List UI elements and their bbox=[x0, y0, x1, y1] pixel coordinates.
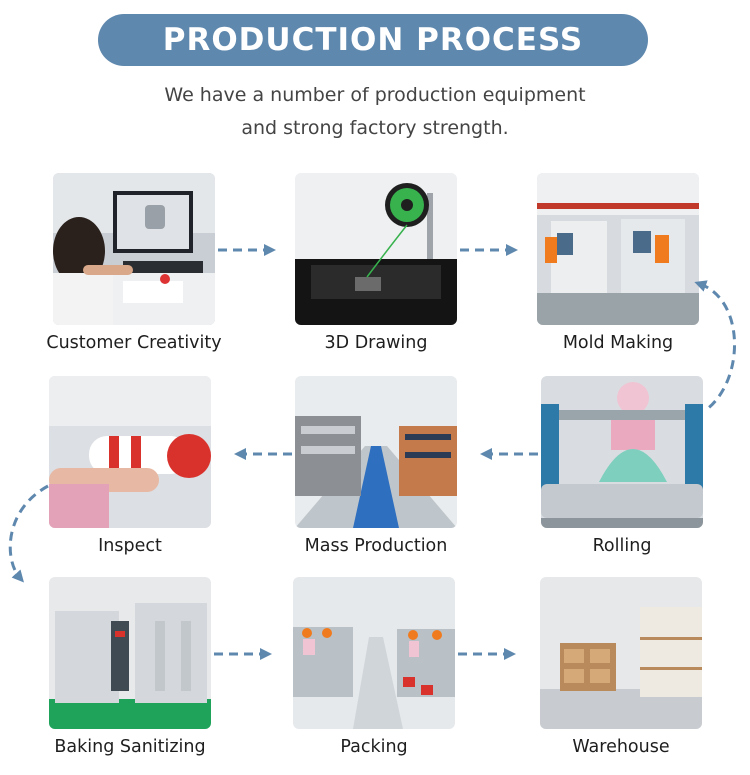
step-label-warehouse: Warehouse bbox=[572, 737, 670, 757]
subtitle-line-1: We have a number of production equipment bbox=[164, 84, 586, 106]
baking-sanitizing-photo bbox=[49, 577, 211, 729]
3d-drawing-photo bbox=[295, 173, 457, 325]
page-title: PRODUCTION PROCESS bbox=[162, 22, 584, 58]
rolling-photo bbox=[541, 376, 703, 528]
step-label-mold-making: Mold Making bbox=[562, 333, 674, 353]
customer-creativity-photo bbox=[53, 173, 215, 325]
step-label-mass-production: Mass Production bbox=[304, 536, 448, 556]
step-label-inspect: Inspect bbox=[98, 536, 162, 556]
step-label-packing: Packing bbox=[340, 737, 408, 757]
step-label-customer-creativity: Customer Creativity bbox=[46, 333, 222, 353]
warehouse-photo bbox=[540, 577, 702, 729]
step-label-rolling: Rolling bbox=[592, 536, 652, 556]
step-label-baking-sanitizing: Baking Sanitizing bbox=[54, 737, 206, 757]
curved-arrow-down-icon bbox=[8, 484, 49, 583]
step-label-3d-drawing: 3D Drawing bbox=[324, 333, 428, 353]
mold-making-photo bbox=[537, 173, 699, 325]
inspect-photo bbox=[49, 376, 211, 528]
subtitle-line-2: and strong factory strength. bbox=[241, 117, 509, 139]
packing-photo bbox=[293, 577, 455, 729]
title-banner: PRODUCTION PROCESS bbox=[98, 14, 648, 66]
mass-production-photo bbox=[295, 376, 457, 528]
